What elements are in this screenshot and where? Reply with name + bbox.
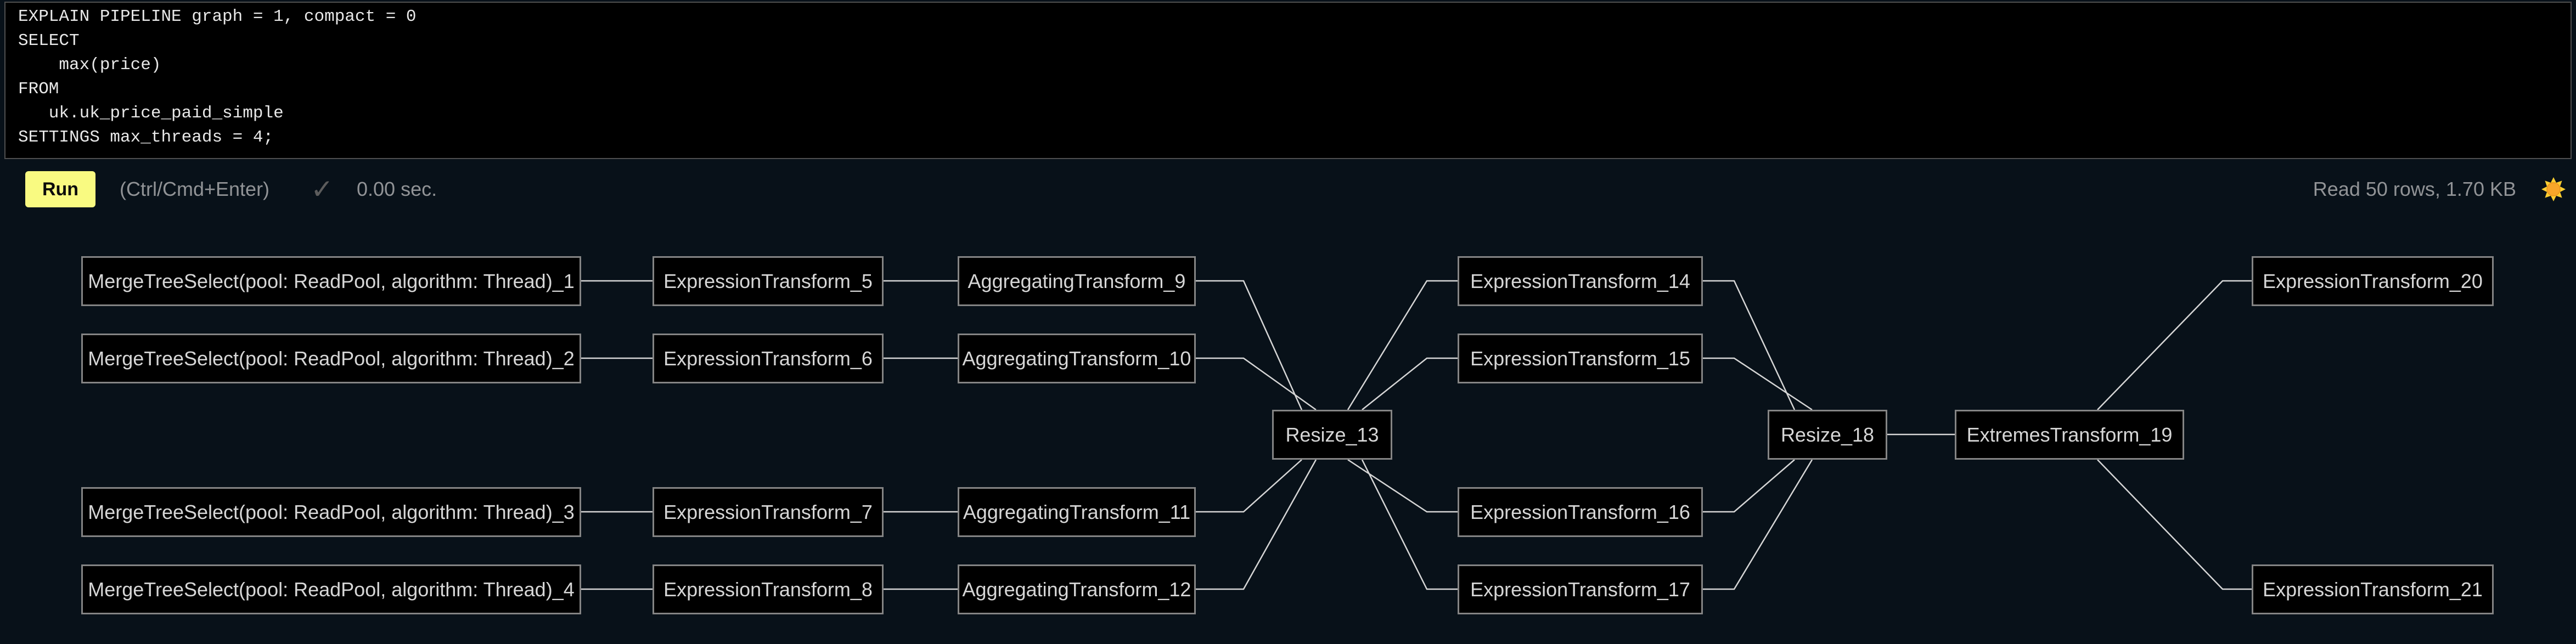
pipeline-edge-resize-13--expression-transform-17	[1361, 459, 1458, 590]
pipeline-node-mergetree-select-4: MergeTreeSelect(pool: ReadPool, algorith…	[81, 564, 581, 614]
pipeline-node-expression-transform-21: ExpressionTransform_21	[2252, 564, 2494, 614]
sun-core	[2546, 182, 2561, 196]
pipeline-node-expression-transform-6: ExpressionTransform_6	[653, 334, 884, 383]
read-stats: Read 50 rows, 1.70 KB	[2313, 178, 2516, 200]
pipeline-node-mergetree-select-2: MergeTreeSelect(pool: ReadPool, algorith…	[81, 334, 581, 383]
pipeline-edge-aggregating-transform-10--resize-13	[1196, 357, 1317, 411]
pipeline-edge-resize-13--expression-transform-15	[1362, 357, 1458, 410]
sql-editor[interactable]: EXPLAIN PIPELINE graph = 1, compact = 0 …	[4, 2, 2572, 159]
pipeline-node-extremes-transform-19: ExtremesTransform_19	[1955, 410, 2184, 460]
pipeline-node-aggregating-transform-10: AggregatingTransform_10	[958, 334, 1196, 383]
pipeline-node-expression-transform-16: ExpressionTransform_16	[1458, 487, 1703, 537]
pipeline-node-expression-transform-5: ExpressionTransform_5	[653, 256, 884, 306]
success-check-icon: ✓	[311, 174, 334, 205]
pipeline-edge-extremes-transform-19--expression-transform-21	[2097, 459, 2252, 590]
run-button[interactable]: Run	[25, 171, 95, 207]
run-shortcut-hint: (Ctrl/Cmd+Enter)	[120, 178, 270, 200]
pipeline-node-resize-13: Resize_13	[1272, 410, 1392, 460]
pipeline-node-expression-transform-17: ExpressionTransform_17	[1458, 564, 1703, 614]
pipeline-node-aggregating-transform-12: AggregatingTransform_12	[958, 564, 1196, 614]
pipeline-node-resize-18: Resize_18	[1768, 410, 1887, 460]
toolbar: Run (Ctrl/Cmd+Enter) ✓ 0.00 sec. Read 50…	[0, 159, 2576, 219]
pipeline-edge-expression-transform-17--resize-18	[1703, 459, 1813, 590]
pipeline-edge-resize-13--expression-transform-14	[1347, 280, 1458, 410]
pipeline-node-expression-transform-20: ExpressionTransform_20	[2252, 256, 2494, 306]
sql-code: EXPLAIN PIPELINE graph = 1, compact = 0 …	[18, 7, 417, 147]
elapsed-time: 0.00 sec.	[357, 178, 437, 200]
pipeline-node-expression-transform-8: ExpressionTransform_8	[653, 564, 884, 614]
pipeline-node-mergetree-select-1: MergeTreeSelect(pool: ReadPool, algorith…	[81, 256, 581, 306]
pipeline-node-aggregating-transform-9: AggregatingTransform_9	[958, 256, 1196, 306]
pipeline-edge-expression-transform-14--resize-18	[1703, 280, 1796, 410]
pipeline-node-expression-transform-14: ExpressionTransform_14	[1458, 256, 1703, 306]
pipeline-edge-extremes-transform-19--expression-transform-20	[2097, 280, 2252, 410]
pipeline-node-expression-transform-7: ExpressionTransform_7	[653, 487, 884, 537]
pipeline-edge-aggregating-transform-9--resize-13	[1196, 280, 1303, 410]
pipeline-edge-resize-13--expression-transform-16	[1347, 459, 1458, 513]
pipeline-edge-expression-transform-15--resize-18	[1703, 357, 1813, 411]
sun-icon[interactable]	[2541, 177, 2566, 202]
pipeline-node-expression-transform-15: ExpressionTransform_15	[1458, 334, 1703, 383]
pipeline-node-aggregating-transform-11: AggregatingTransform_11	[958, 487, 1196, 537]
pipeline-node-mergetree-select-3: MergeTreeSelect(pool: ReadPool, algorith…	[81, 487, 581, 537]
pipeline-edge-aggregating-transform-11--resize-13	[1196, 459, 1302, 513]
pipeline-edge-aggregating-transform-12--resize-13	[1196, 459, 1317, 590]
pipeline-edge-expression-transform-16--resize-18	[1703, 459, 1795, 513]
